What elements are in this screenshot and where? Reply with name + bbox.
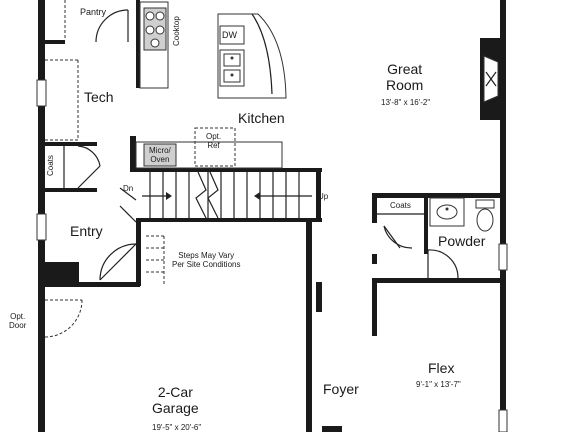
dn-label: Dn [123, 184, 134, 193]
entry-label: Entry [70, 223, 103, 239]
powder-fixtures [429, 197, 495, 232]
garage-dimensions: 19'-5" x 20'-6" [152, 423, 202, 432]
powder-door [427, 249, 459, 279]
garage-label: 2-Car Garage [152, 384, 199, 417]
staircase [119, 171, 312, 223]
micro-oven-label: Micro/ Oven [149, 146, 171, 165]
tech-desk [45, 59, 79, 141]
powder-label: Powder [438, 233, 486, 249]
great-room-dimensions: 13'-8" x 16'-2" [381, 98, 431, 107]
coats-closet-left [63, 145, 101, 189]
foyer-label: Foyer [323, 381, 359, 397]
steps-note: Steps May Vary Per Site Conditions [172, 251, 241, 270]
opt-door-label: Opt. Door [9, 312, 27, 331]
opt-ref-label: Opt. Ref [206, 132, 222, 151]
kitchen-back-counter [135, 127, 283, 169]
windows [36, 79, 508, 432]
flex-label: Flex [428, 360, 455, 376]
great-room-label: Great Room [386, 61, 424, 94]
dw-label: DW [222, 30, 237, 40]
kitchen-label: Kitchen [238, 110, 285, 126]
kitchen-island [217, 13, 287, 99]
cooktop-label: Cooktop [172, 16, 181, 46]
entry-garage-door [99, 243, 137, 281]
steps-box [146, 235, 165, 284]
tech-label: Tech [84, 89, 114, 105]
coats-powder-label: Coats [390, 201, 411, 210]
coats-left-label: Coats [46, 155, 55, 176]
pantry-label: Pantry [80, 7, 107, 17]
pantry-door [64, 0, 129, 43]
front-door-threshold [322, 426, 342, 432]
fireplace [483, 55, 499, 103]
cooktop-counter [139, 1, 169, 89]
up-label: Up [318, 192, 329, 201]
garage-opt-door [44, 299, 83, 338]
powder-coats-closet [377, 213, 424, 249]
flex-dimensions: 9'-1" x 13'-7" [416, 380, 461, 389]
